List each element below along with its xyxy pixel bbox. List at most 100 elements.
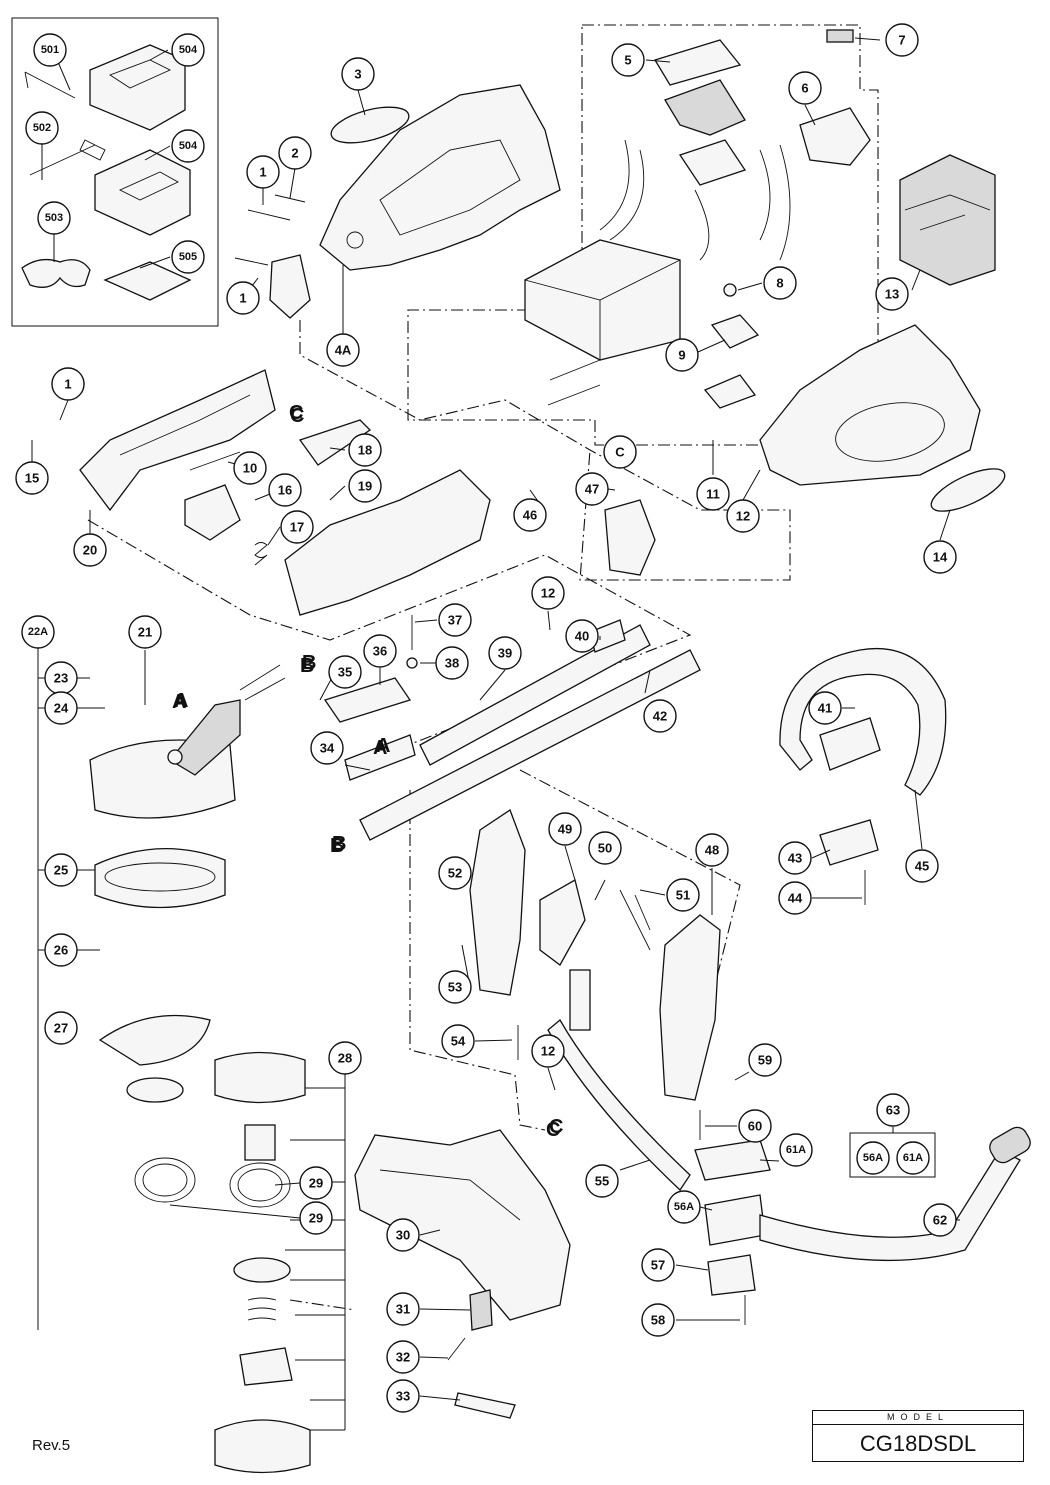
svg-text:4A: 4A	[335, 343, 352, 358]
svg-text:16: 16	[278, 483, 292, 498]
callout-51-63: 51	[666, 878, 700, 912]
ref-letter-c-top: C	[290, 405, 304, 427]
callout-38-51: 38	[435, 646, 469, 680]
svg-text:48: 48	[705, 843, 719, 858]
svg-text:19: 19	[358, 479, 372, 494]
callout-7-12: 7	[885, 23, 919, 57]
callout-18-20: 18	[348, 433, 382, 467]
callout-3-6: 3	[341, 57, 375, 91]
svg-text:502: 502	[33, 122, 51, 134]
callout-53-64: 53	[438, 970, 472, 1004]
svg-text:22A: 22A	[28, 626, 48, 638]
svg-text:A: A	[174, 690, 188, 712]
callout-24-35: 24	[44, 691, 78, 725]
svg-text:61A: 61A	[786, 1144, 806, 1156]
callout-42-58: 42	[643, 699, 677, 733]
callout-63-75: 63	[876, 1093, 910, 1127]
callout-23-34: 23	[44, 661, 78, 695]
callout-16-22: 16	[268, 473, 302, 507]
callout-a-37: A	[174, 690, 188, 712]
svg-text:34: 34	[320, 741, 335, 756]
callout-37-50: 37	[438, 603, 472, 637]
svg-text:15: 15	[25, 471, 39, 486]
callout-25-38: 25	[44, 853, 78, 887]
callout-11-28: 11	[696, 477, 730, 511]
svg-text:38: 38	[445, 656, 459, 671]
svg-text:32: 32	[396, 1350, 410, 1365]
callout-c-31: C	[603, 435, 637, 469]
svg-text:13: 13	[885, 287, 899, 302]
callout-9-15: 9	[665, 338, 699, 372]
svg-text:57: 57	[651, 1258, 665, 1273]
callout-52-59: 52	[438, 856, 472, 890]
callout-26-39: 26	[44, 933, 78, 967]
svg-text:8: 8	[776, 276, 783, 291]
callout-56a-76: 56A	[856, 1141, 890, 1175]
callout-21-33: 21	[128, 615, 162, 649]
callout-13-16: 13	[875, 277, 909, 311]
callout-35-48: 35	[328, 655, 362, 689]
svg-text:54: 54	[451, 1034, 466, 1049]
callout-36-49: 36	[363, 634, 397, 668]
callout-34-52: 34	[310, 731, 344, 765]
model-box: MODEL CG18DSDL	[812, 1410, 1024, 1462]
svg-text:505: 505	[179, 251, 197, 263]
callout-61a-77: 61A	[896, 1141, 930, 1175]
callout-503-4: 503	[37, 201, 71, 235]
svg-text:31: 31	[396, 1302, 410, 1317]
svg-text:28: 28	[338, 1051, 352, 1066]
svg-text:47: 47	[585, 482, 599, 497]
model-number: CG18DSDL	[859, 1431, 977, 1456]
callout-45-81: 45	[905, 849, 939, 883]
revision-label: Rev.5	[32, 1437, 71, 1454]
svg-text:23: 23	[54, 671, 68, 686]
svg-text:56A: 56A	[674, 1201, 694, 1213]
callout-14-30: 14	[923, 540, 957, 574]
svg-text:C: C	[615, 445, 625, 460]
callout-8-14: 8	[763, 266, 797, 300]
svg-text:C: C	[289, 402, 303, 424]
svg-text:17: 17	[290, 520, 304, 535]
svg-text:B: B	[332, 833, 346, 855]
svg-text:A: A	[376, 735, 390, 757]
callout-17-24: 17	[280, 510, 314, 544]
svg-text:3: 3	[354, 67, 361, 82]
ref-letter-c-bottom: C	[546, 1119, 560, 1141]
callout-44-80: 44	[778, 881, 812, 915]
callout-33-47: 33	[386, 1379, 420, 1413]
svg-text:24: 24	[54, 701, 69, 716]
svg-text:501: 501	[41, 44, 59, 56]
callout-1-9: 1	[226, 281, 260, 315]
callout-1-7: 1	[246, 155, 280, 189]
svg-text:5: 5	[624, 53, 631, 68]
ref-letter-b-bottom: B	[330, 835, 344, 857]
callout-12-29: 12	[726, 499, 760, 533]
callout-505-5: 505	[171, 240, 205, 274]
callout-20-25: 20	[73, 533, 107, 567]
callout-58-74: 58	[641, 1303, 675, 1337]
callout-50-61: 50	[588, 831, 622, 865]
callout-2-8: 2	[278, 136, 312, 170]
svg-text:61A: 61A	[903, 1152, 923, 1164]
ref-letter-a-left: A	[172, 691, 186, 713]
callout-12-66: 12	[531, 1034, 565, 1068]
svg-text:60: 60	[748, 1119, 762, 1134]
svg-text:7: 7	[898, 33, 905, 48]
callout-41-78: 41	[808, 691, 842, 725]
callout-49-60: 49	[548, 812, 582, 846]
svg-text:B: B	[302, 652, 316, 674]
svg-text:42: 42	[653, 709, 667, 724]
callout-15-18: 15	[15, 461, 49, 495]
svg-text:12: 12	[541, 1044, 555, 1059]
callout-29-42: 29	[299, 1166, 333, 1200]
svg-text:1: 1	[64, 377, 71, 392]
callout-b-54: B	[332, 833, 346, 855]
svg-text:56A: 56A	[863, 1152, 883, 1164]
svg-text:45: 45	[915, 859, 929, 874]
svg-text:504: 504	[179, 140, 198, 152]
callout-c-19: C	[289, 402, 303, 424]
part-outlines	[21, 29, 1031, 1474]
callout-12-56: 12	[531, 576, 565, 610]
